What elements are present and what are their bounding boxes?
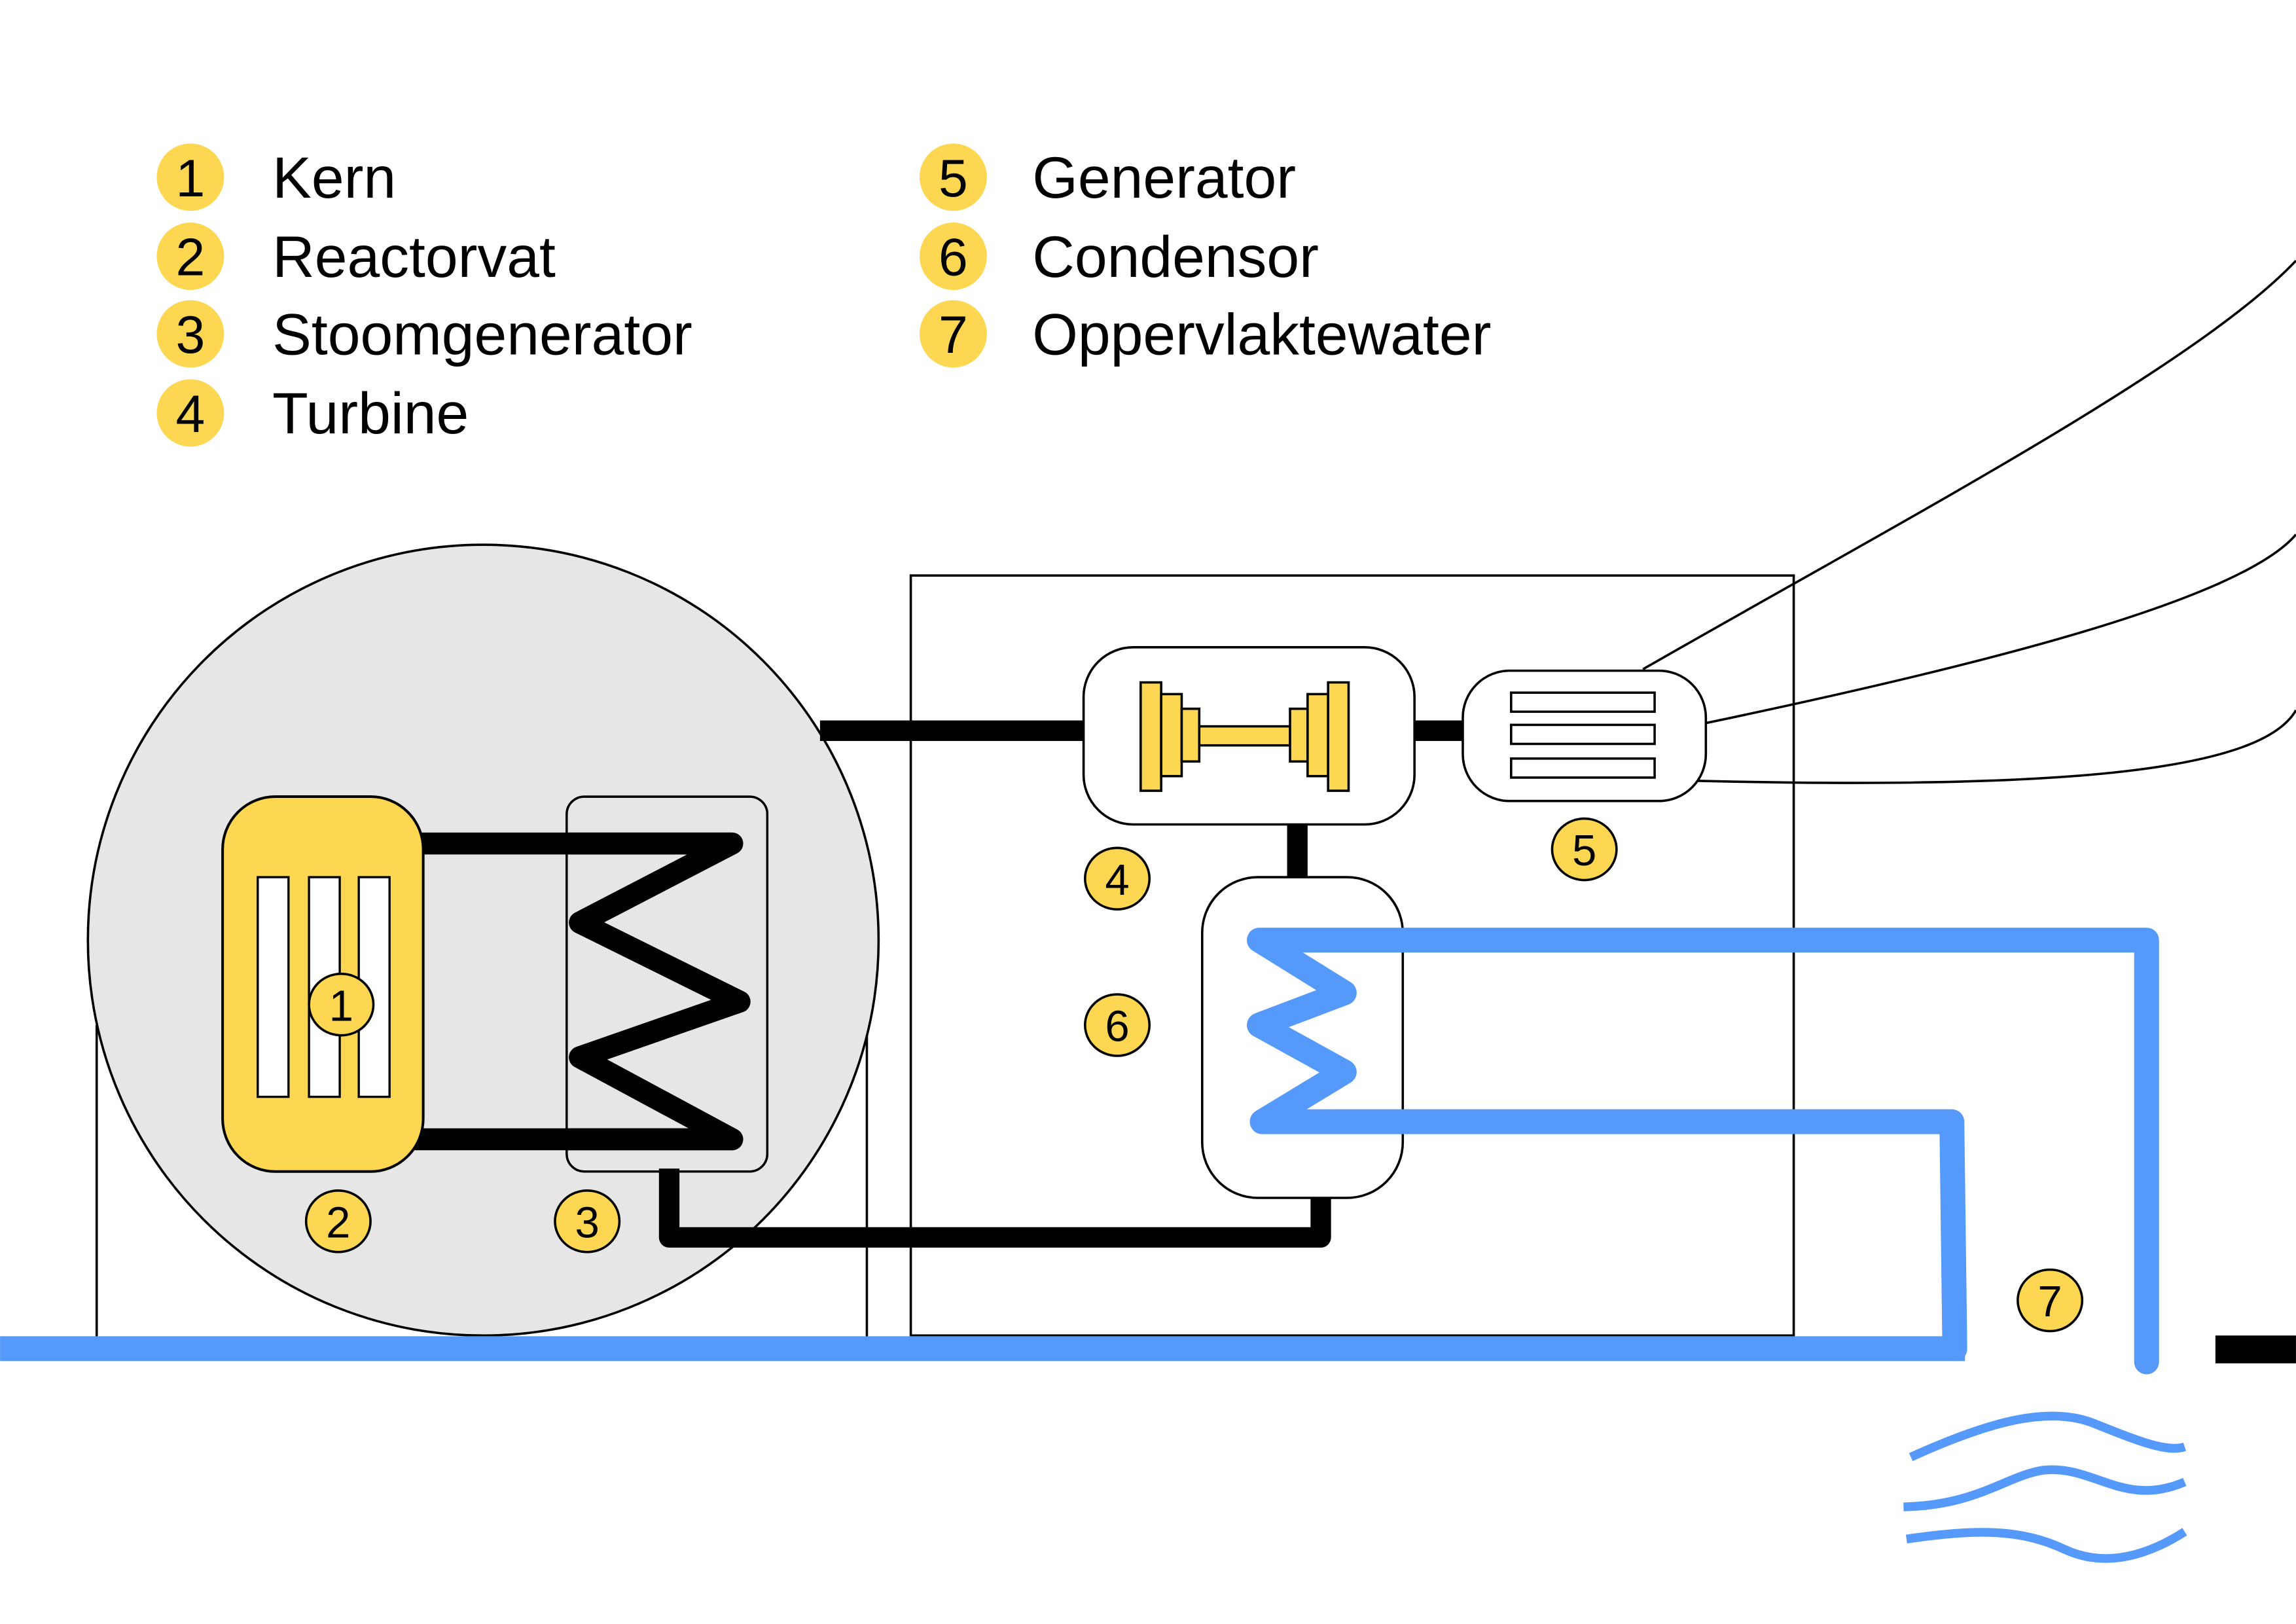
svg-text:7: 7 xyxy=(2037,1277,2062,1326)
condensate-return-pipe xyxy=(658,1168,1331,1248)
legend-badge xyxy=(920,223,987,290)
legend-badge xyxy=(156,223,224,290)
power-line-middle xyxy=(1704,533,2296,725)
legend-number: 6 xyxy=(939,228,968,287)
legend-number: 1 xyxy=(176,149,206,208)
marker-surface-water: 7 xyxy=(2017,1268,2084,1333)
outlet-end-marker xyxy=(2215,1335,2296,1363)
generator-coils-icon xyxy=(1510,691,1656,779)
steam-generator-frame xyxy=(565,795,769,1173)
legend: 1 Kern 2 Reactorvat 3 Stoomgenerator 4 T… xyxy=(156,143,1491,447)
marker-core: 1 xyxy=(308,972,375,1037)
legend-number: 4 xyxy=(176,385,206,444)
legend-label: Oppervlaktewater xyxy=(1032,301,1491,367)
legend-label: Reactorvat xyxy=(272,224,556,289)
legend-label: Generator xyxy=(1032,145,1296,210)
legend-badge xyxy=(920,300,987,368)
steam-generator-coil xyxy=(557,832,751,1151)
legend-badge xyxy=(156,143,224,211)
turbine-hall-outline xyxy=(909,574,1795,1337)
legend-number: 2 xyxy=(176,228,206,287)
svg-text:2: 2 xyxy=(326,1198,350,1247)
legend-badge xyxy=(156,300,224,368)
condenser-cooling-coil xyxy=(1247,928,2159,1375)
marker-generator: 5 xyxy=(1551,817,1618,882)
legend-item-reactor-vessel: 2 Reactorvat xyxy=(156,223,556,290)
marker-reactor-vessel: 2 xyxy=(304,1189,372,1254)
legend-item-surface-water: 7 Oppervlaktewater xyxy=(920,300,1491,368)
marker-steam-generator: 3 xyxy=(554,1189,621,1254)
legend-number: 5 xyxy=(939,149,968,208)
legend-item-turbine: 4 Turbine xyxy=(156,379,469,447)
water-waves-icon xyxy=(1903,1411,2187,1563)
svg-text:6: 6 xyxy=(1105,1002,1129,1051)
legend-badge xyxy=(920,143,987,211)
legend-item-condenser: 6 Condensor xyxy=(920,223,1319,290)
legend-item-generator: 5 Generator xyxy=(920,143,1296,211)
legend-number: 7 xyxy=(939,306,968,365)
marker-condenser: 6 xyxy=(1084,993,1151,1057)
legend-label: Stoomgenerator xyxy=(272,301,692,367)
svg-text:3: 3 xyxy=(575,1198,600,1247)
legend-label: Kern xyxy=(272,145,396,210)
legend-badge xyxy=(156,379,224,447)
legend-number: 3 xyxy=(176,306,206,365)
power-line-icon xyxy=(1642,259,2296,784)
legend-label: Condensor xyxy=(1032,224,1319,289)
power-line-top xyxy=(1642,259,2296,670)
legend-item-steam-generator: 3 Stoomgenerator xyxy=(156,300,692,368)
power-line-bottom xyxy=(1687,710,2296,784)
svg-text:4: 4 xyxy=(1105,856,1129,905)
legend-item-core: 1 Kern xyxy=(156,143,396,211)
svg-text:5: 5 xyxy=(1572,826,1596,875)
legend-label: Turbine xyxy=(272,380,469,446)
marker-turbine: 4 xyxy=(1084,846,1151,911)
cooling-water-pipes xyxy=(0,928,2159,1375)
turbine-rotor-icon xyxy=(1139,681,1350,792)
reactor-building-outline xyxy=(95,1025,869,1339)
steam-pipes xyxy=(658,720,1467,1248)
svg-text:1: 1 xyxy=(329,981,353,1030)
